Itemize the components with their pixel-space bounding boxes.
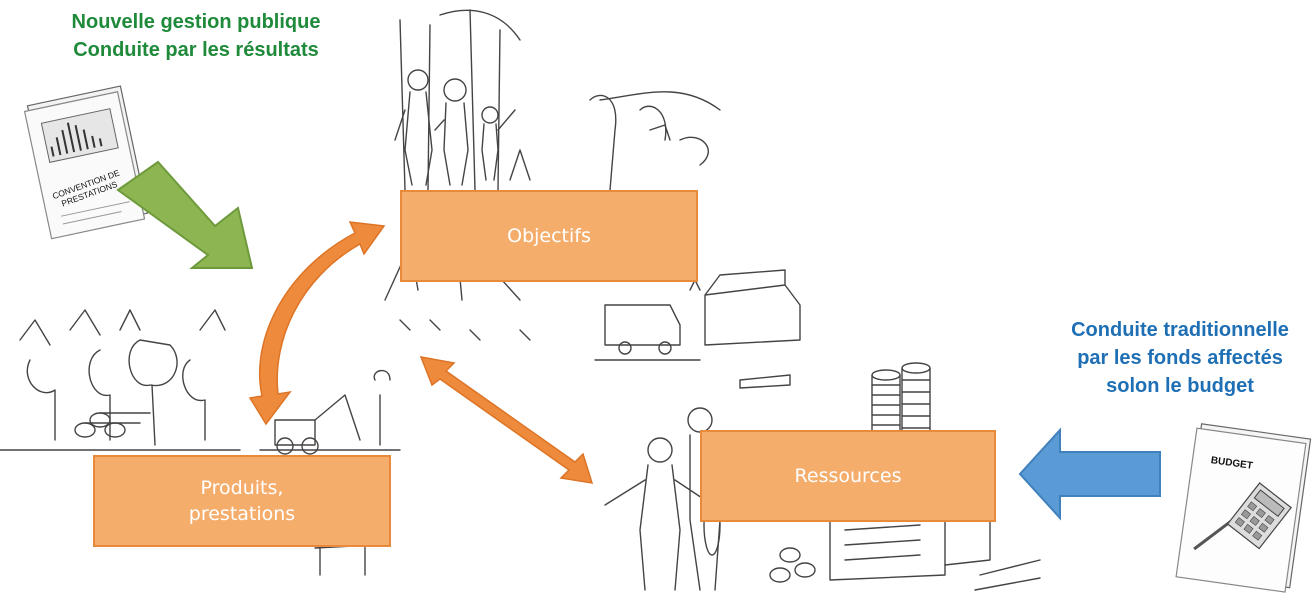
objectifs-label: Objectifs: [507, 225, 591, 247]
orange-arrows: [248, 221, 594, 484]
results-management-title-line1: Nouvelle gestion publique: [71, 11, 321, 33]
document-icon: [23, 85, 149, 240]
arrow-objectifs-ressources: [419, 356, 594, 484]
blue-arrow: [1018, 427, 1161, 521]
budget-management-title-line1: Conduite traditionnelle: [1071, 319, 1289, 341]
produits-box: Produits, prestations: [93, 455, 391, 547]
arrow-objectifs-produits: [248, 221, 386, 426]
budget-management-title-line2: par les fonds affectés: [1077, 347, 1283, 369]
ressources-box: Ressources: [700, 430, 996, 522]
objectifs-box: Objectifs: [400, 190, 698, 282]
house-icon: [689, 269, 801, 389]
ressources-label: Ressources: [794, 465, 902, 487]
budget-management-title-line3: solon le budget: [1106, 375, 1254, 397]
results-management-title: Nouvelle gestion publique Conduite par l…: [26, 8, 366, 64]
green-arrow: [116, 160, 254, 269]
tree-icon: [0, 309, 241, 451]
budget-management-title: Conduite traditionnelle par les fonds af…: [1040, 316, 1315, 400]
produits-label: Produits, prestations: [188, 477, 296, 525]
results-management-title-line2: Conduite par les résultats: [73, 39, 319, 61]
forestry-machine-icon: [259, 369, 401, 455]
forest-family-icon: [394, 9, 721, 191]
calculator-icon: [1226, 482, 1292, 550]
coin-stack-icon: [871, 362, 931, 431]
truck-icon: [594, 304, 701, 361]
